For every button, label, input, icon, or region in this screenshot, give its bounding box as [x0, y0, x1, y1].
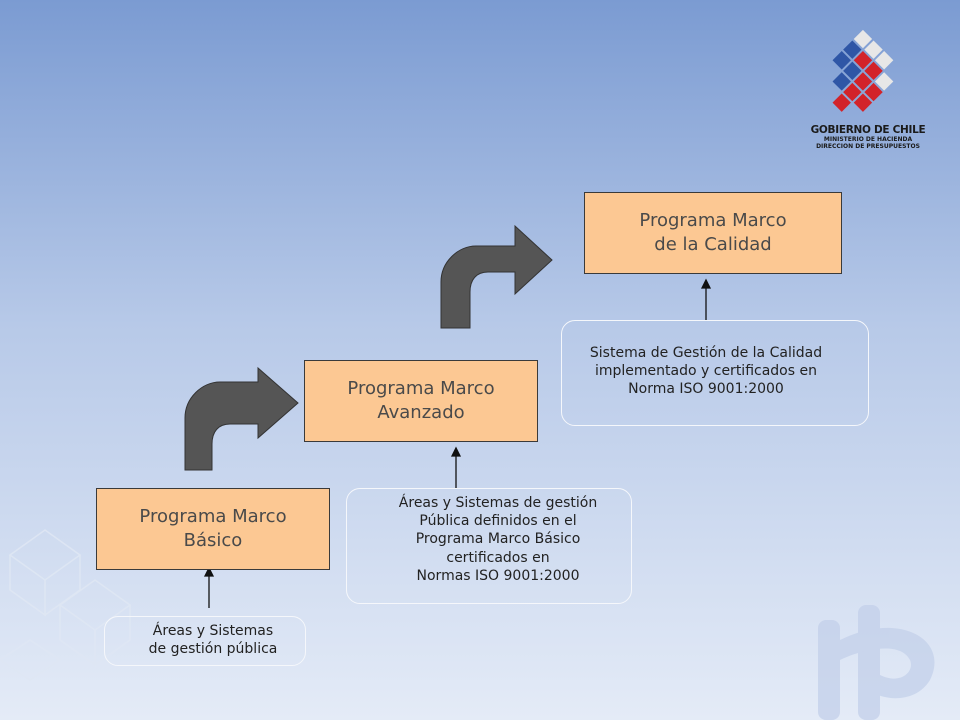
logo-subtitle-1: MINISTERIO DE HACIENDA — [823, 136, 913, 143]
note-calidad: Sistema de Gestión de la Calidad impleme… — [589, 345, 823, 398]
curved-arrow-1-icon — [184, 366, 299, 471]
logo-title: GOBIERNO DE CHILE — [810, 124, 926, 136]
watermark-symbol-icon — [818, 605, 935, 720]
note-frame-calidad — [561, 320, 869, 426]
box-programa-marco-calidad: Programa Marco de la Calidad — [584, 192, 842, 274]
note-avanzado: Áreas y Sistemas de gestión Pública defi… — [398, 495, 598, 584]
logo-text: GOBIERNO DE CHILE MINISTERIO DE HACIENDA… — [800, 124, 936, 150]
note-frame-basico — [104, 616, 306, 666]
box-programa-marco-avanzado: Programa Marco Avanzado — [304, 360, 538, 442]
note-frame-avanzado — [346, 488, 632, 604]
box-calidad-label: Programa Marco de la Calidad — [639, 209, 787, 255]
curved-arrow-2-icon — [440, 224, 553, 329]
note-basico: Áreas y Sistemas de gestión pública — [148, 623, 278, 658]
box-avanzado-label: Programa Marco Avanzado — [347, 377, 495, 423]
logo-subtitle-2: DIRECCION DE PRESUPUESTOS — [816, 143, 920, 150]
box-programa-marco-basico: Programa Marco Básico — [96, 488, 330, 570]
box-basico-label: Programa Marco Básico — [139, 505, 287, 551]
